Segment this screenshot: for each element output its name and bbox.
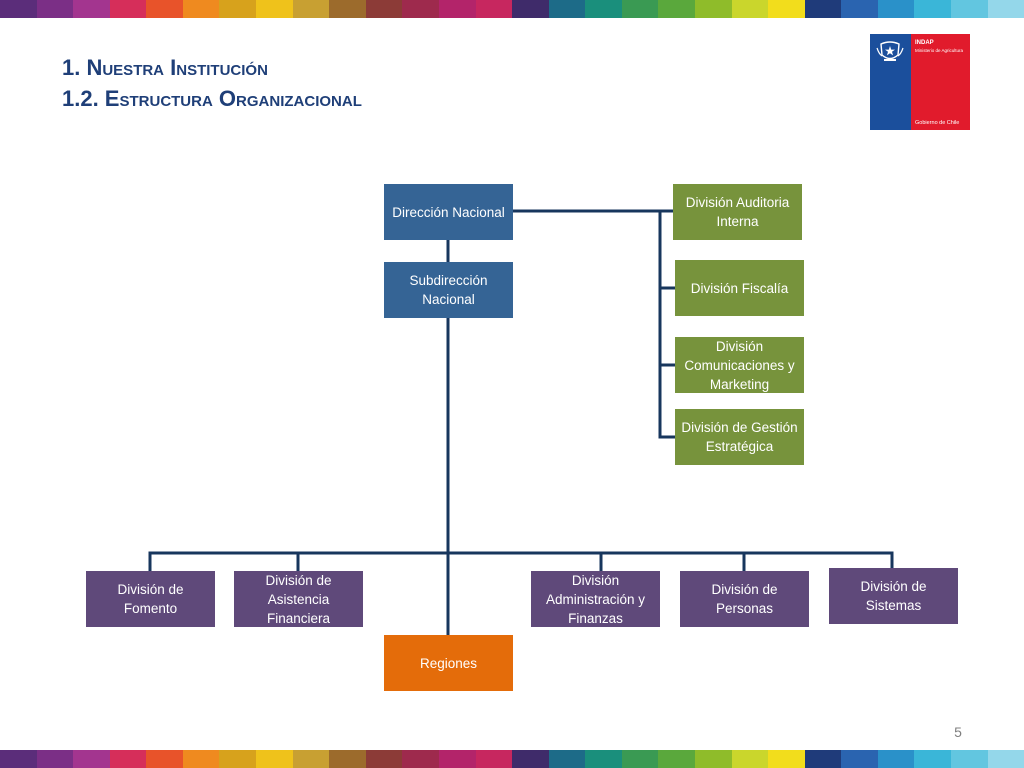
node-label: División Fiscalía bbox=[690, 280, 789, 296]
bottom-color-stripe bbox=[0, 750, 1024, 768]
page-number: 5 bbox=[954, 724, 962, 740]
node-label: División de Personas bbox=[711, 582, 778, 616]
node-division-administracion-finanzas: División Administración y Finanzas bbox=[531, 571, 660, 627]
node-direccion-nacional: Dirección Nacional bbox=[384, 184, 513, 240]
node-division-gestion-estrategica: División de Gestión Estratégica bbox=[675, 409, 804, 465]
node-label: División de Asistencia Financiera bbox=[265, 572, 332, 626]
top-color-stripe bbox=[0, 0, 1024, 18]
node-label: Subdirección Nacional bbox=[409, 273, 488, 307]
node-label: Regiones bbox=[419, 655, 478, 671]
node-division-fomento: División de Fomento bbox=[86, 571, 215, 627]
node-regiones: Regiones bbox=[384, 635, 513, 691]
logo-brand: INDAP bbox=[915, 40, 934, 46]
node-division-sistemas: División de Sistemas bbox=[829, 568, 958, 624]
indap-logo: INDAP Ministerio de Agricultura Gobierno… bbox=[870, 34, 970, 130]
node-label: División Administración y Finanzas bbox=[545, 572, 646, 626]
node-division-comunicaciones: División Comunicaciones y Marketing bbox=[675, 337, 804, 393]
logo-ministry: Ministerio de Agricultura bbox=[915, 48, 964, 53]
subsection-title: 1.2. Estructura Organizacional bbox=[62, 86, 362, 111]
coat-of-arms-icon bbox=[876, 41, 904, 61]
node-label: División de Gestión Estratégica bbox=[681, 420, 798, 454]
node-division-personas: División de Personas bbox=[680, 571, 809, 627]
node-division-auditoria-interna: División Auditoria Interna bbox=[673, 184, 802, 240]
node-label: División Comunicaciones y Marketing bbox=[684, 338, 795, 392]
logo-government: Gobierno de Chile bbox=[915, 120, 960, 126]
node-label: División Auditoria Interna bbox=[685, 195, 790, 229]
node-division-fiscalia: División Fiscalía bbox=[675, 260, 804, 316]
section-title: 1. Nuestra Institución bbox=[62, 55, 268, 80]
node-subdireccion-nacional: Subdirección Nacional bbox=[384, 262, 513, 318]
node-label: División de Fomento bbox=[117, 582, 184, 616]
node-division-asistencia-financiera: División de Asistencia Financiera bbox=[234, 571, 363, 627]
node-label: Dirección Nacional bbox=[392, 204, 505, 220]
node-label: División de Sistemas bbox=[860, 579, 927, 613]
